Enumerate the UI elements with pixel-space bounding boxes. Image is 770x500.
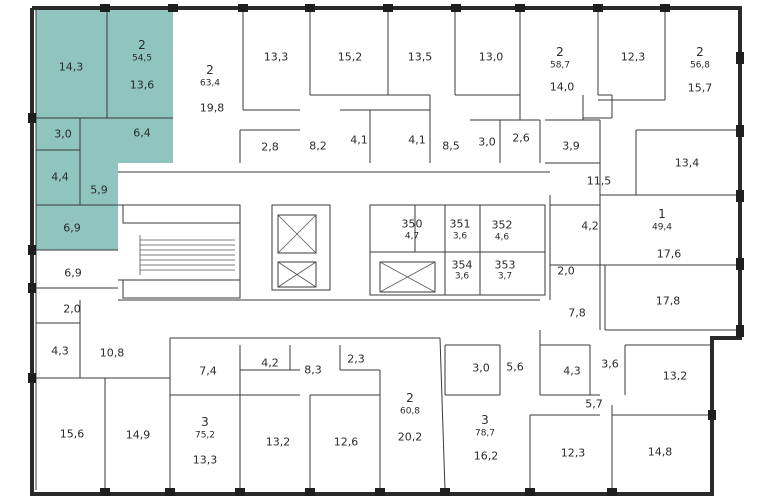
room-area: 17,6 (656, 247, 682, 261)
room-area: 13,2 (265, 435, 291, 449)
room-area: 5,7 (585, 397, 603, 411)
room-area: 17,8 (655, 294, 681, 308)
room-area: 16,2 (473, 449, 499, 463)
apartment-label: 3 (201, 415, 209, 429)
room-area: 10,8 (99, 346, 125, 360)
room-area: 15,6 (59, 427, 85, 441)
apartment-label: 2 (206, 63, 214, 77)
room-area: 3,0 (54, 127, 72, 141)
storage-number: 353 (494, 258, 516, 272)
apartment-area: 58,7 (549, 60, 571, 71)
room-area: 8,5 (442, 139, 460, 153)
room-area: 14,3 (58, 60, 84, 74)
room-area: 4,1 (350, 133, 368, 147)
room-area: 2,8 (261, 140, 279, 154)
storage-area: 4,7 (404, 231, 420, 242)
room-area: 19,8 (199, 101, 225, 115)
room-area: 5,6 (506, 360, 524, 374)
room-area: 15,7 (687, 81, 713, 95)
room-area: 7,4 (199, 364, 217, 378)
room-area: 13,3 (263, 50, 289, 64)
room-area: 2,0 (557, 264, 575, 278)
storage-number: 351 (449, 217, 471, 231)
room-area: 6,9 (63, 221, 81, 235)
room-area: 7,8 (568, 306, 586, 320)
apartment-label: 2 (556, 45, 564, 59)
room-area: 6,9 (64, 266, 82, 280)
apartment-area: 54,5 (131, 53, 153, 64)
room-area: 12,6 (333, 435, 359, 449)
room-area: 13,0 (478, 50, 504, 64)
room-area: 4,2 (261, 356, 279, 370)
apartment-area: 56,8 (689, 60, 711, 71)
apartment-area: 63,4 (199, 78, 221, 89)
room-area: 3,0 (478, 135, 496, 149)
room-area: 5,9 (90, 183, 108, 197)
room-area: 20,2 (397, 430, 423, 444)
apartment-label: 2 (696, 45, 704, 59)
room-area: 12,3 (620, 50, 646, 64)
apartment-label: 3 (481, 413, 489, 427)
room-area: 12,3 (560, 446, 586, 460)
storage-number: 354 (451, 258, 473, 272)
room-area: 2,3 (347, 352, 365, 366)
apartment-label: 2 (138, 38, 146, 52)
room-area: 13,2 (662, 369, 688, 383)
room-area: 4,3 (563, 364, 581, 378)
apartment-label: 1 (658, 207, 666, 221)
storage-area: 3,6 (454, 271, 470, 282)
room-area: 3,0 (472, 361, 490, 375)
room-area: 6,4 (133, 126, 151, 140)
storage-number: 352 (491, 218, 513, 232)
room-area: 3,9 (562, 139, 580, 153)
apartment-label: 2 (406, 391, 414, 405)
apartment-area: 75,2 (194, 430, 216, 441)
storage-area: 3,6 (452, 231, 468, 242)
room-area: 14,8 (647, 445, 673, 459)
room-area: 14,0 (549, 80, 575, 94)
room-area: 4,2 (581, 219, 599, 233)
room-area: 4,3 (51, 344, 69, 358)
room-area: 8,3 (304, 363, 322, 377)
elevator-shafts (277, 214, 436, 293)
apartment-area: 49,4 (651, 222, 673, 233)
room-area: 4,1 (408, 133, 426, 147)
room-area: 13,5 (407, 50, 433, 64)
room-area: 14,9 (125, 428, 151, 442)
room-area: 2,6 (512, 131, 530, 145)
room-area: 11,5 (586, 174, 612, 188)
exterior-walls (30, 6, 742, 496)
room-area: 3,6 (601, 357, 619, 371)
apartment-area: 60,8 (399, 406, 421, 417)
window-marks (28, 4, 744, 496)
storage-number: 350 (401, 217, 423, 231)
room-area: 13,6 (129, 78, 155, 92)
apartment-area: 78,7 (474, 428, 496, 439)
room-area: 2,0 (63, 302, 81, 316)
room-area: 4,4 (51, 170, 69, 184)
interior-walls (35, 10, 736, 491)
room-area: 13,4 (674, 156, 700, 170)
storage-area: 4,6 (494, 232, 510, 243)
staircase (139, 235, 235, 275)
highlighted-apartment[interactable] (36, 10, 173, 250)
room-area: 15,2 (337, 50, 363, 64)
room-area: 13,3 (192, 453, 218, 467)
storage-area: 3,7 (497, 271, 513, 282)
room-area: 8,2 (309, 139, 327, 153)
